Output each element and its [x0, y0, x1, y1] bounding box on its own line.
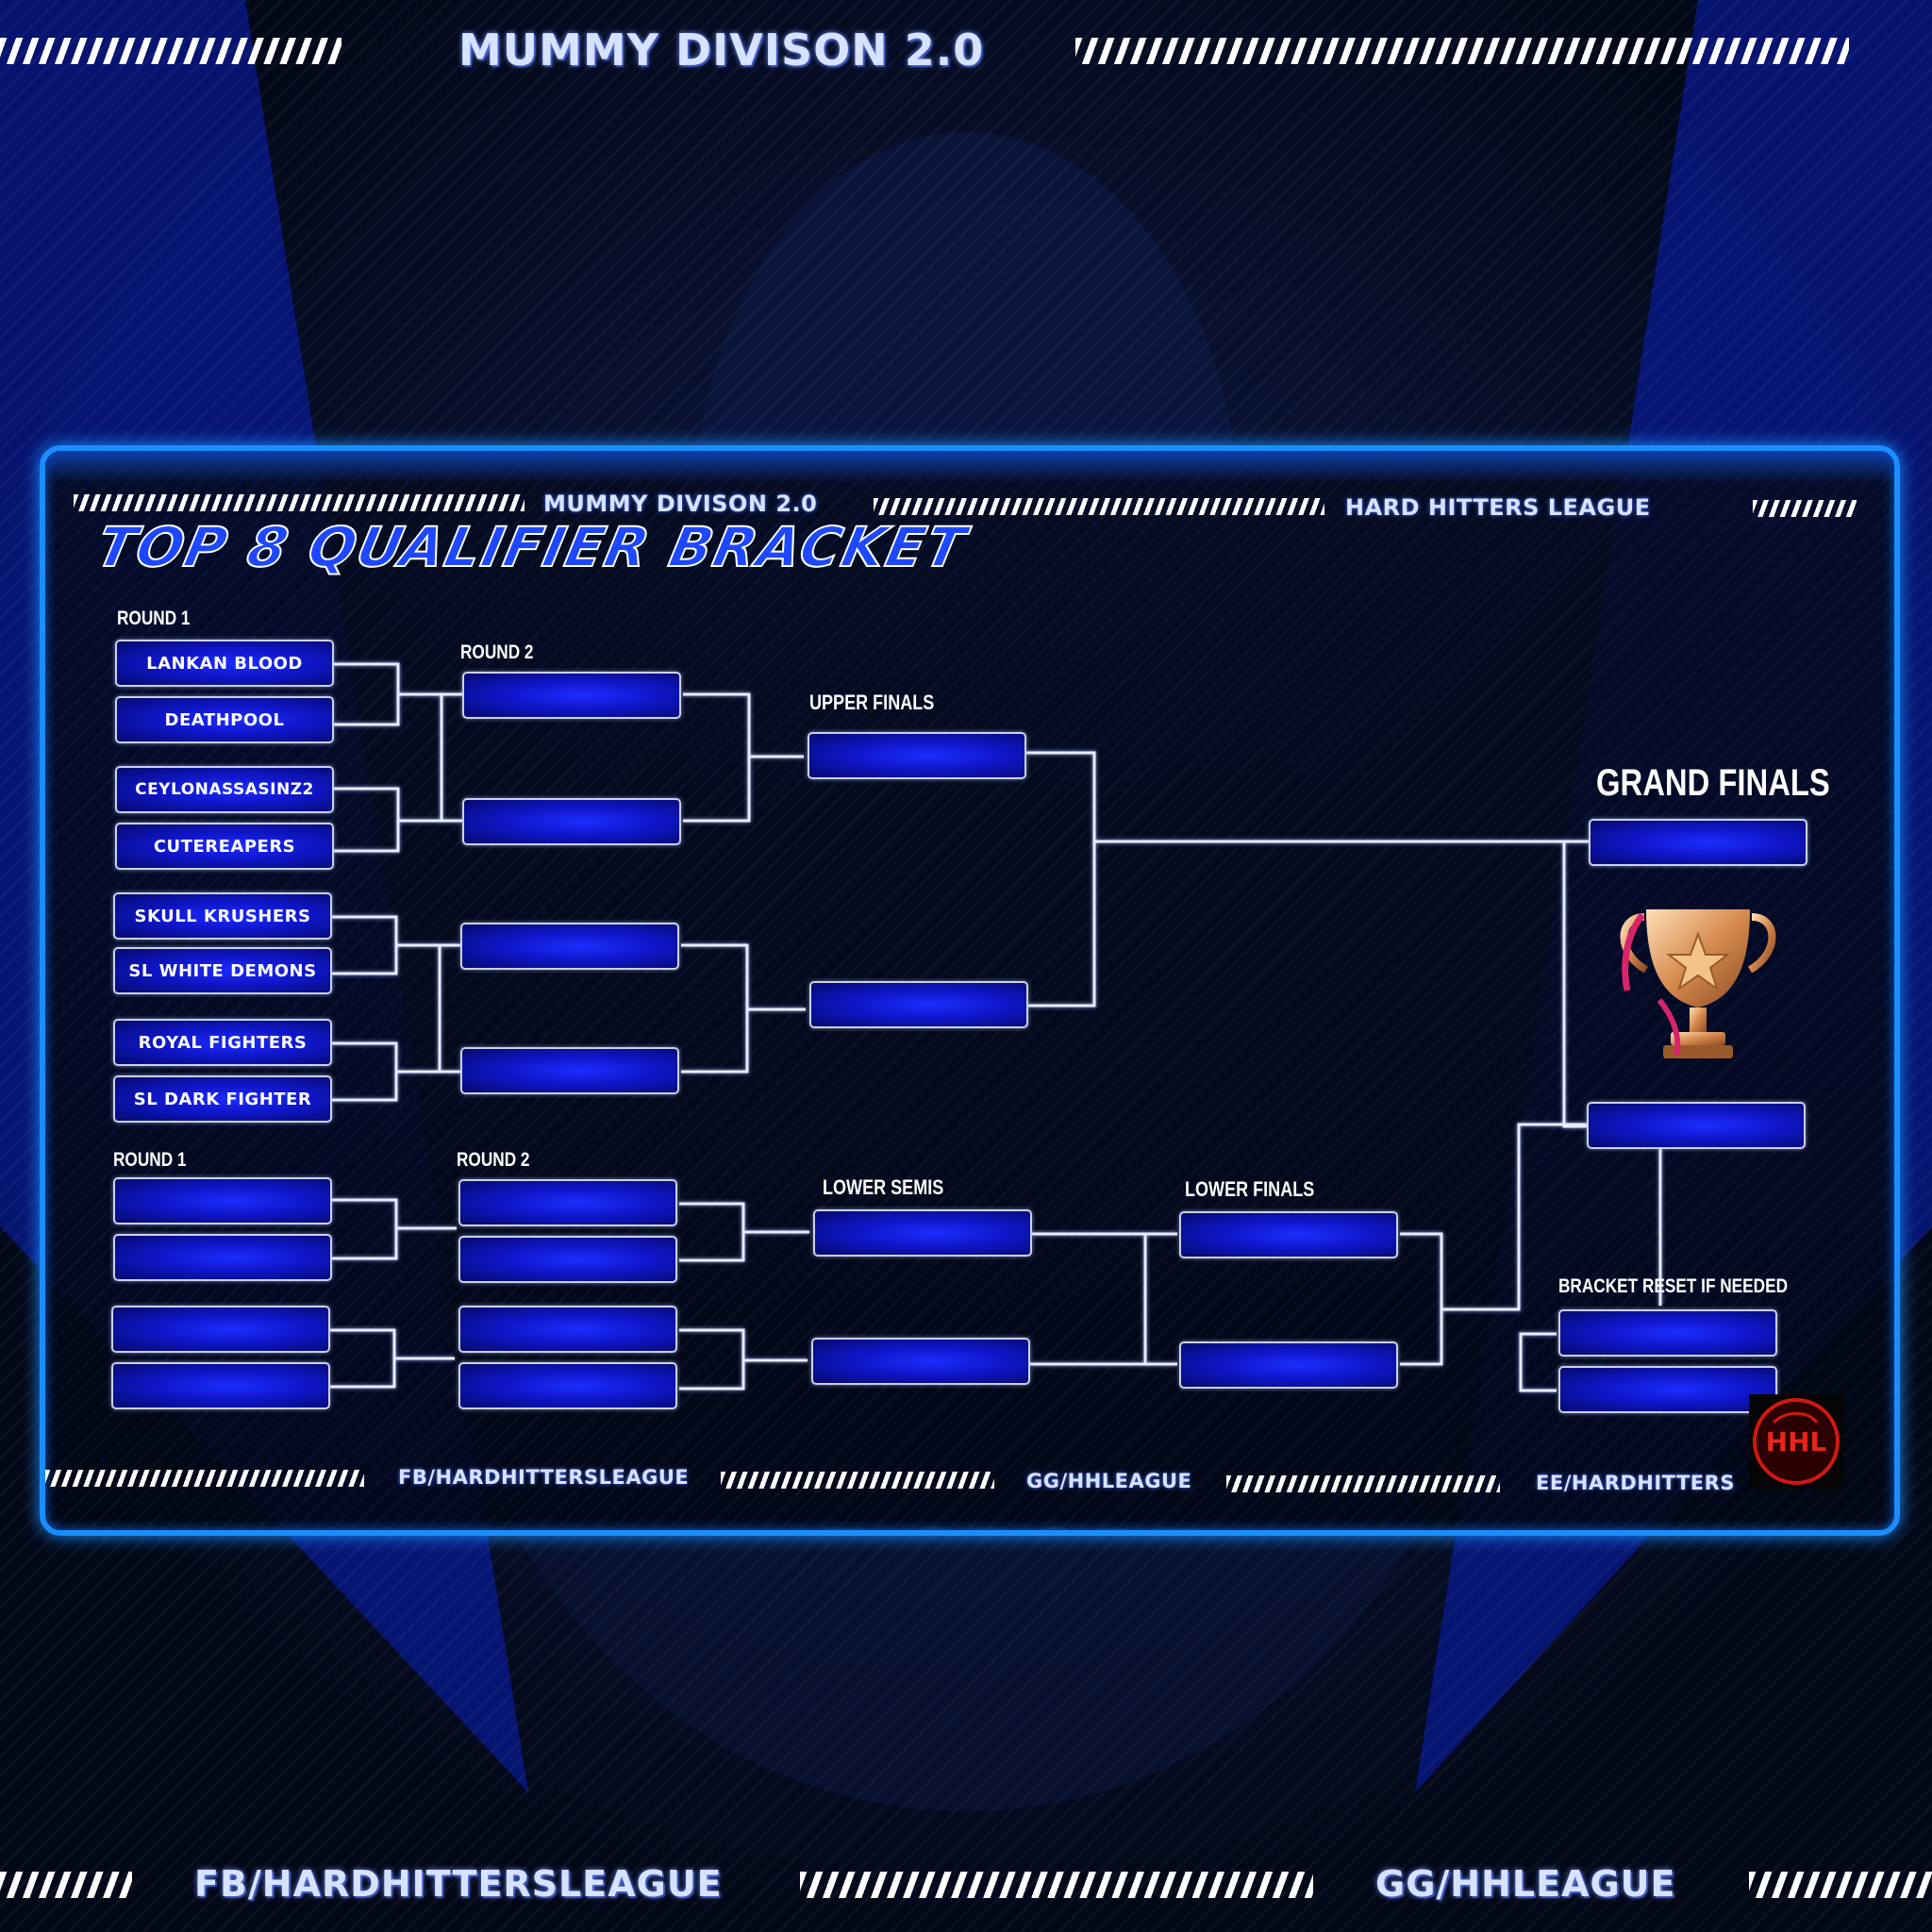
decor-hash-bottom-2	[800, 1872, 1313, 1898]
label-upper-round2: ROUND 2	[460, 641, 534, 663]
lower-semis-slot-1[interactable]	[813, 1209, 1032, 1257]
label-upper-round1: ROUND 1	[117, 608, 191, 629]
decor-hash-bottom-1	[0, 1872, 132, 1898]
lower-r2-slot-1[interactable]	[458, 1179, 677, 1226]
team-slot-1[interactable]: LANKAN BLOOD	[115, 640, 334, 687]
logo-text: HHL	[1765, 1426, 1827, 1457]
decor-hash-footer-1	[45, 1470, 364, 1487]
team-name: ROYAL FIGHTERS	[138, 1032, 308, 1053]
panel-footer-gg: GG/HHLEAGUE	[1026, 1470, 1192, 1492]
decor-hash-panel-1	[74, 494, 525, 511]
label-grand-finals: GRAND FINALS	[1596, 762, 1830, 804]
team-slot-8[interactable]: SL DARK FIGHTER	[113, 1075, 332, 1123]
panel-header-left: MUMMY DIVISON 2.0	[543, 491, 818, 517]
team-slot-4[interactable]: CUTEREAPERS	[115, 823, 334, 870]
team-slot-3[interactable]: CEYLONASSASINZ2	[115, 766, 334, 813]
upper-r2-slot-4[interactable]	[460, 1047, 679, 1094]
team-slot-5[interactable]: SKULL KRUSHERS	[113, 892, 332, 940]
team-name: SL WHITE DEMONS	[128, 960, 317, 981]
panel-watermark: E SPORT	[819, 1515, 1208, 1530]
label-bracket-reset: BRACKET RESET IF NEEDED	[1558, 1275, 1789, 1297]
panel-footer-fb: FB/HARDHITTERSLEAGUE	[398, 1466, 690, 1489]
upper-r2-slot-3[interactable]	[460, 923, 679, 970]
upper-r2-slot-2[interactable]	[462, 798, 681, 845]
bracket-reset-slot-2[interactable]	[1558, 1366, 1777, 1413]
hhl-dragon-logo: HHL	[1749, 1394, 1843, 1489]
label-upper-finals: UPPER FINALS	[809, 691, 935, 714]
trophy-icon	[1620, 909, 1776, 1058]
bracket-reset-slot-1[interactable]	[1558, 1309, 1777, 1357]
decor-hash-top-left	[0, 38, 341, 64]
decor-hash-footer-3	[1226, 1475, 1500, 1492]
lower-finals-slot-1[interactable]	[1179, 1211, 1398, 1258]
bottom-link-gg: GG/HHLEAGUE	[1375, 1863, 1676, 1905]
panel-footer-ee: EE/HARDHITTERS	[1536, 1472, 1735, 1494]
lower-r1-slot-4[interactable]	[111, 1362, 330, 1409]
decor-hash-footer-2	[721, 1472, 994, 1489]
grand-finals-slot-2[interactable]	[1587, 1102, 1806, 1149]
upper-finals-slot-1[interactable]	[808, 732, 1026, 779]
panel-header-right: HARD HITTERS LEAGUE	[1345, 494, 1651, 521]
team-name: SKULL KRUSHERS	[134, 906, 311, 926]
team-name: CEYLONASSASINZ2	[135, 780, 314, 799]
team-name: SL DARK FIGHTER	[133, 1089, 312, 1109]
team-slot-2[interactable]: DEATHPOOL	[115, 696, 334, 743]
team-slot-6[interactable]: SL WHITE DEMONS	[113, 947, 332, 994]
lower-r1-slot-1[interactable]	[113, 1177, 332, 1224]
upper-finals-slot-2[interactable]	[809, 981, 1028, 1028]
lower-r2-slot-4[interactable]	[458, 1362, 677, 1409]
decor-hash-panel-2	[874, 498, 1324, 515]
page-title: MUMMY DIVISON 2.0	[458, 25, 985, 75]
decor-hash-panel-3	[1753, 500, 1857, 517]
decor-hash-top-right	[1075, 38, 1849, 64]
lower-r2-slot-3[interactable]	[458, 1306, 677, 1353]
lower-finals-slot-2[interactable]	[1179, 1341, 1398, 1389]
lower-r1-slot-2[interactable]	[113, 1234, 332, 1281]
label-lower-round1: ROUND 1	[113, 1149, 187, 1171]
upper-r2-slot-1[interactable]	[462, 672, 681, 719]
label-lower-finals: LOWER FINALS	[1185, 1177, 1315, 1201]
label-lower-semis: LOWER SEMIS	[823, 1175, 944, 1199]
lower-r2-slot-2[interactable]	[458, 1236, 677, 1283]
lower-semis-slot-2[interactable]	[811, 1338, 1030, 1385]
bottom-link-fb: FB/HARDHITTERSLEAGUE	[194, 1863, 723, 1905]
grand-finals-slot-1[interactable]	[1589, 819, 1807, 866]
lower-r1-slot-3[interactable]	[111, 1306, 330, 1353]
bracket-connectors	[330, 662, 1662, 1392]
team-name: CUTEREAPERS	[153, 836, 296, 857]
team-name: DEATHPOOL	[164, 709, 285, 730]
decor-hash-bottom-3	[1749, 1872, 1932, 1898]
team-name: LANKAN BLOOD	[146, 653, 303, 674]
team-slot-7[interactable]: ROYAL FIGHTERS	[113, 1019, 332, 1066]
label-lower-round2: ROUND 2	[457, 1149, 530, 1171]
bracket-panel: E SPORT MUMMY DIVISON 2.0 HARD HITTERS L…	[40, 445, 1900, 1536]
